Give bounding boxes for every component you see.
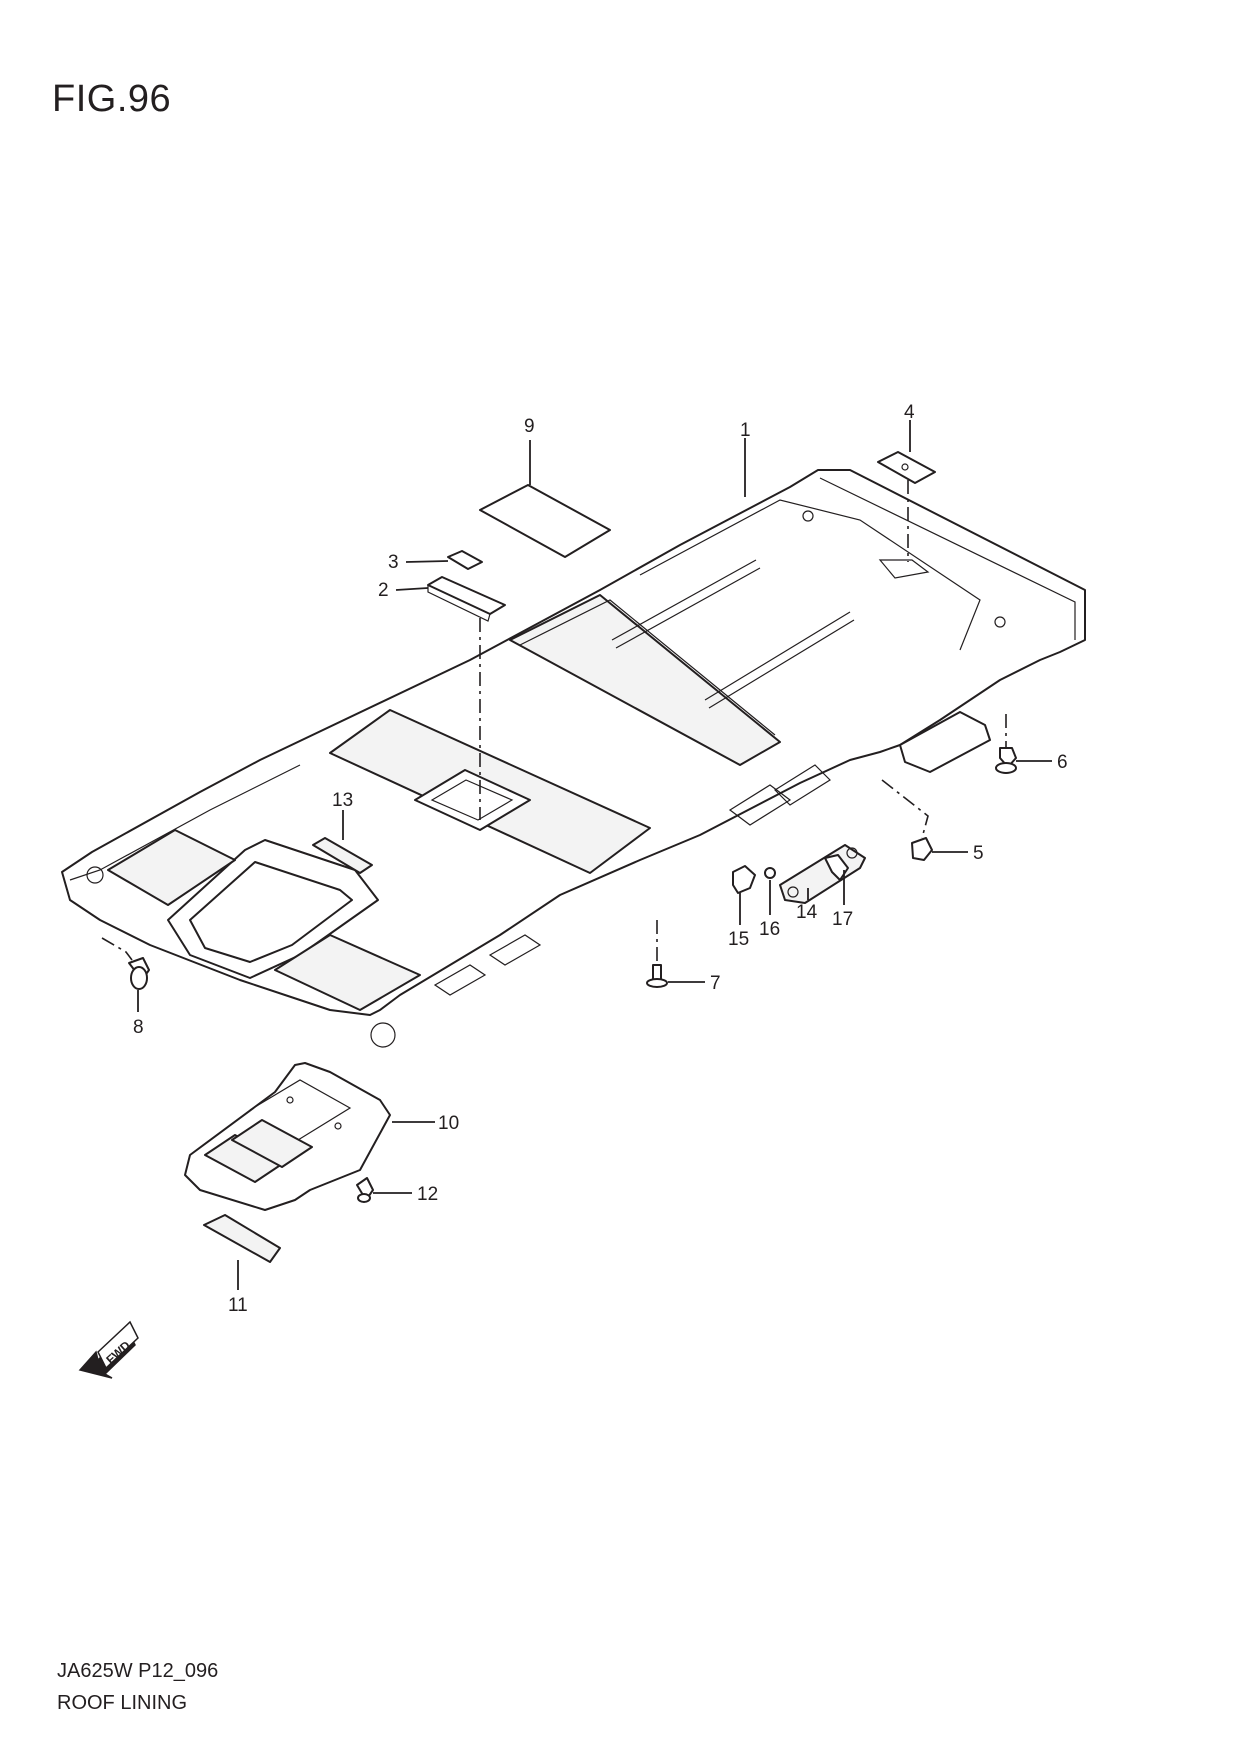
callout-10: 10 bbox=[438, 1113, 459, 1134]
diagram-name: ROOF LINING bbox=[57, 1692, 188, 1714]
part-8-clip[interactable] bbox=[128, 957, 150, 990]
callout-17: 17 bbox=[832, 909, 853, 930]
part-6-clip[interactable] bbox=[995, 747, 1017, 774]
callout-13: 13 bbox=[332, 790, 353, 811]
callout-8: 8 bbox=[133, 1017, 144, 1038]
part-2-bracket[interactable] bbox=[427, 576, 506, 622]
part-10-overhead-console[interactable] bbox=[184, 1062, 391, 1211]
part-13-pad[interactable] bbox=[312, 837, 373, 874]
callout-7: 7 bbox=[710, 973, 721, 994]
callout-6: 6 bbox=[1057, 752, 1068, 773]
part-16-screw[interactable] bbox=[764, 867, 776, 879]
callout-labels: 1 2 3 4 5 6 7 8 9 10 11 12 13 14 15 16 1… bbox=[133, 402, 1068, 1316]
callout-12: 12 bbox=[417, 1184, 438, 1205]
diagram-code: JA625W P12_096 bbox=[57, 1660, 219, 1682]
part-14-grab-handle[interactable] bbox=[779, 844, 866, 904]
part-4-bracket[interactable] bbox=[877, 451, 936, 484]
part-15-cap[interactable] bbox=[732, 865, 756, 894]
part-5-clip[interactable] bbox=[911, 837, 933, 861]
part-11-lens[interactable] bbox=[203, 1214, 281, 1263]
part-3-pad[interactable] bbox=[447, 550, 483, 570]
callout-1: 1 bbox=[740, 420, 751, 441]
callout-9: 9 bbox=[524, 416, 535, 437]
callout-5: 5 bbox=[973, 843, 984, 864]
callout-2: 2 bbox=[378, 580, 389, 601]
roof-lining-panel[interactable] bbox=[61, 469, 1086, 1048]
callout-16: 16 bbox=[759, 919, 780, 940]
part-9-pad[interactable] bbox=[479, 484, 611, 558]
callout-14: 14 bbox=[796, 902, 818, 923]
leader-lines bbox=[101, 420, 1052, 1290]
callout-11: 11 bbox=[228, 1295, 248, 1316]
fwd-arrow-icon: FWD bbox=[78, 1320, 139, 1379]
figure-title: FIG.96 bbox=[52, 78, 172, 120]
callout-3: 3 bbox=[388, 552, 399, 573]
part-7-screw[interactable] bbox=[646, 964, 668, 988]
callout-15: 15 bbox=[728, 929, 749, 950]
part-12-screw[interactable] bbox=[356, 1177, 374, 1203]
callout-4: 4 bbox=[904, 402, 915, 423]
